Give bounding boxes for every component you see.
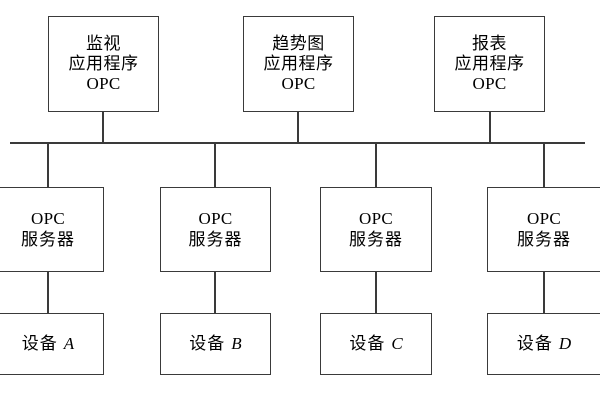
connector-application-1-to-bus — [297, 112, 299, 143]
connector-server-0-to-device-a — [47, 271, 49, 314]
server-label-opc: OPC — [359, 209, 393, 229]
opc-server-box-2[interactable]: OPC 服务器 — [320, 187, 432, 272]
connector-application-0-to-bus — [102, 112, 104, 143]
application-label-line1: 趋势图 — [272, 33, 325, 53]
connector-server-1-to-device-b — [214, 271, 216, 314]
connector-bus-to-server-2 — [375, 143, 377, 188]
server-label-cn: 服务器 — [188, 229, 243, 249]
device-label: 设备 — [189, 333, 226, 353]
opc-server-box-1[interactable]: OPC 服务器 — [160, 187, 271, 272]
application-box-report[interactable]: 报表 应用程序 OPC — [434, 16, 545, 112]
connector-bus-to-server-3 — [543, 143, 545, 188]
application-box-trend[interactable]: 趋势图 应用程序 OPC — [243, 16, 354, 112]
server-label-cn: 服务器 — [21, 229, 75, 249]
application-label-line1: 监视 — [86, 33, 121, 53]
application-label-opc: OPC — [281, 74, 316, 94]
connector-bus-to-server-0 — [47, 143, 49, 188]
application-label-line1: 报表 — [472, 33, 507, 53]
server-label-opc: OPC — [527, 209, 561, 229]
device-box-b[interactable]: 设备 B — [160, 313, 271, 375]
device-tag: D — [558, 333, 572, 353]
device-box-d[interactable]: 设备 D — [487, 313, 600, 375]
device-label: 设备 — [516, 333, 553, 353]
application-label-opc: OPC — [472, 74, 507, 94]
device-tag: A — [63, 333, 75, 353]
connector-server-3-to-device-d — [543, 271, 545, 314]
opc-server-box-0[interactable]: OPC 服务器 — [0, 187, 104, 272]
device-box-c[interactable]: 设备 C — [320, 313, 432, 375]
bus-line — [10, 142, 585, 144]
device-box-a[interactable]: 设备 A — [0, 313, 104, 375]
connector-server-2-to-device-c — [375, 271, 377, 314]
application-label-opc: OPC — [86, 74, 121, 94]
device-tag: C — [391, 333, 403, 353]
device-label: 设备 — [349, 333, 386, 353]
application-label-line2: 应用程序 — [263, 53, 334, 73]
server-label-cn: 服务器 — [349, 229, 403, 249]
connector-bus-to-server-1 — [214, 143, 216, 188]
device-label: 设备 — [21, 333, 58, 353]
server-label-opc: OPC — [198, 209, 233, 229]
application-box-monitoring[interactable]: 监视 应用程序 OPC — [48, 16, 159, 112]
server-label-cn: 服务器 — [517, 229, 571, 249]
connector-application-2-to-bus — [489, 112, 491, 143]
opc-server-box-3[interactable]: OPC 服务器 — [487, 187, 600, 272]
application-label-line2: 应用程序 — [68, 53, 139, 73]
device-tag: B — [231, 333, 242, 353]
server-label-opc: OPC — [31, 209, 65, 229]
application-label-line2: 应用程序 — [454, 53, 525, 73]
